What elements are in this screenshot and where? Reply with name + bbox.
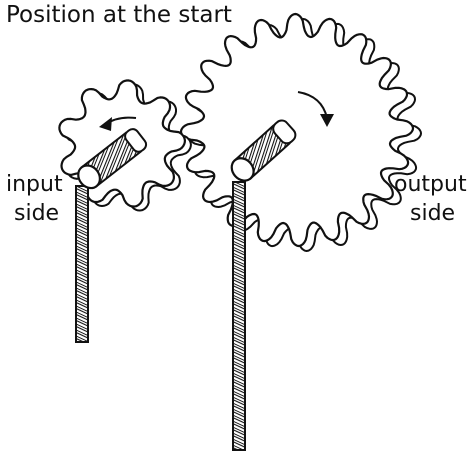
large-gear-front-face bbox=[179, 12, 415, 248]
small-gear-rotation-arrow-icon bbox=[99, 116, 137, 131]
output-axle bbox=[230, 119, 297, 182]
input-axle bbox=[77, 128, 148, 190]
output-rope bbox=[232, 181, 246, 451]
large-gear-output bbox=[179, 12, 422, 252]
input-side-label-line1: input bbox=[6, 172, 63, 197]
input-shaft bbox=[75, 128, 148, 343]
input-side-label-line2: side bbox=[14, 201, 60, 226]
output-shaft bbox=[230, 119, 297, 451]
output-side-label-line1: output bbox=[394, 172, 467, 197]
output-side-label-line2: side bbox=[410, 201, 456, 226]
input-rope bbox=[75, 185, 89, 343]
diagram-title: Position at the start bbox=[6, 2, 232, 28]
large-gear-rotation-arrow-icon bbox=[297, 91, 334, 127]
